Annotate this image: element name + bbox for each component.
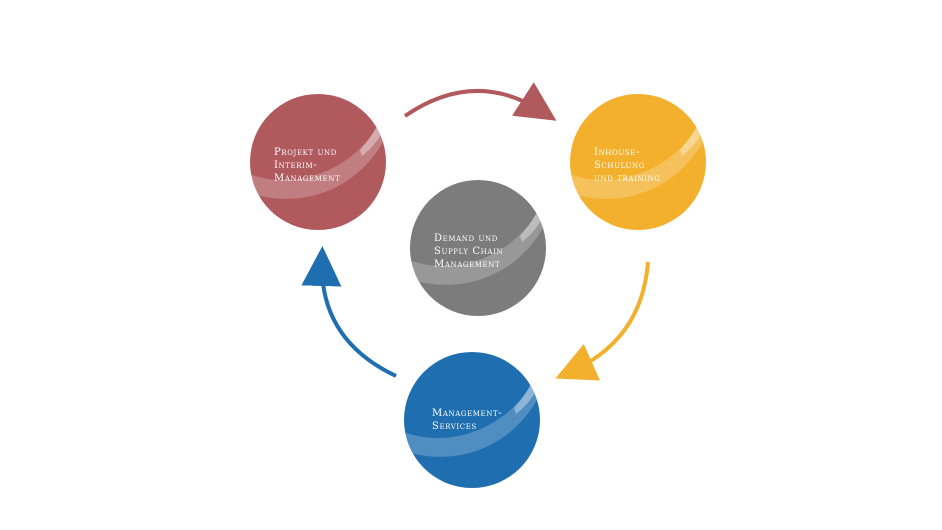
label-projekt-line3: Management: [274, 173, 340, 184]
label-services-line1: Management-: [432, 408, 502, 419]
label-projekt-line2: Interim-: [274, 160, 317, 171]
arrow-inhouse-to-services: [555, 261, 650, 381]
arrow-projekt-to-inhouse: [403, 82, 557, 121]
label-services-line2: Services: [432, 421, 477, 432]
label-inhouse-line3: und training: [594, 173, 660, 184]
circle-projekt: Projekt und Interim- Management: [250, 94, 386, 230]
label-inhouse-line1: Inhouse-: [594, 147, 640, 158]
circle-inhouse: Inhouse- Schulung und training: [570, 94, 706, 230]
label-inhouse-line2: Schulung: [594, 160, 645, 171]
label-demand-line3: Management: [434, 259, 500, 270]
arrow-services-to-projekt: [301, 246, 397, 378]
circle-demand: Demand und Supply Chain Management: [410, 180, 546, 316]
label-projekt-line1: Projekt und: [274, 147, 337, 158]
label-demand-line1: Demand und: [434, 233, 498, 244]
label-demand-line2: Supply Chain: [434, 246, 503, 257]
circle-services: Management- Services: [404, 352, 540, 488]
